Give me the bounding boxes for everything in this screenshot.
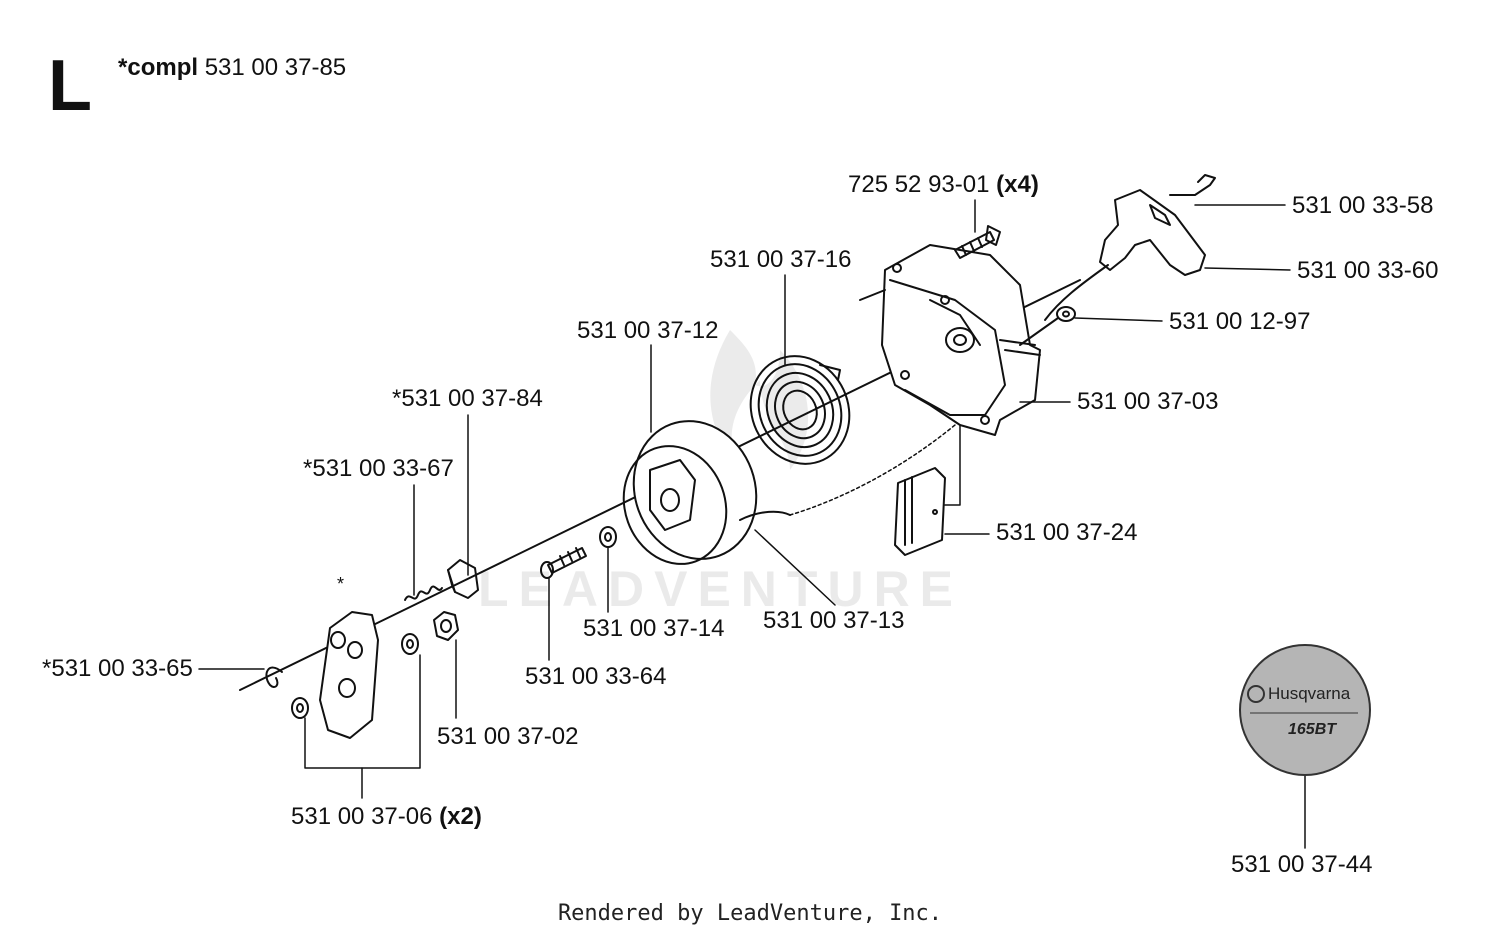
recoil-spring-shape [749, 355, 851, 465]
footer-credit: Rendered by LeadVenture, Inc. [557, 901, 943, 926]
part-number: *531 00 33-65 [42, 655, 193, 682]
pulley-washer-shape [599, 526, 617, 548]
part-label[interactable]: 531 00 37-13 [763, 607, 904, 635]
part-number: 725 52 93-01 [848, 171, 990, 198]
part-label[interactable]: 531 00 37-06 (x2) [291, 803, 482, 831]
pulley-screw-shape [540, 547, 587, 579]
part-number: 531 00 37-16 [710, 246, 852, 273]
model-decal-shape [1239, 644, 1371, 776]
compl-prefix: *compl [118, 54, 199, 81]
pawl-pin-shape [447, 559, 479, 599]
part-number: 531 00 37-03 [1077, 388, 1219, 415]
part-label[interactable]: 725 52 93-01 (x4) [848, 171, 1039, 199]
part-label[interactable]: 531 00 33-58 [1292, 192, 1433, 220]
part-label[interactable]: *531 00 37-84 [392, 385, 543, 413]
retaining-clip-shape [265, 666, 283, 688]
complete-assembly-label: *compl 531 00 37-85 [118, 54, 346, 82]
hex-nut-shape [433, 611, 459, 641]
starter-rope-line [1019, 317, 1059, 346]
part-number: 531 00 37-14 [583, 615, 725, 642]
part-quantity: (x2) [439, 803, 482, 830]
part-label[interactable]: 531 00 37-24 [996, 519, 1137, 547]
pawl-carrier-shape [319, 611, 379, 739]
part-label[interactable]: 531 00 37-14 [583, 615, 724, 643]
part-number: 531 00 37-12 [577, 317, 719, 344]
part-label[interactable]: 531 00 12-97 [1169, 308, 1310, 336]
pawl-spring-shape [404, 585, 443, 601]
rope-bushing-shape [1056, 306, 1076, 322]
part-number: 531 00 37-24 [996, 519, 1138, 546]
rope-guide-plate-shape [894, 467, 946, 556]
carrier-washer-shapes [291, 633, 419, 719]
part-quantity: (x4) [996, 171, 1039, 198]
part-label[interactable]: 531 00 37-16 [710, 246, 851, 274]
part-number: 531 00 33-60 [1297, 257, 1439, 284]
part-number: 531 00 37-44 [1231, 851, 1373, 878]
asterisk-mark: * [337, 574, 345, 594]
part-label[interactable]: *531 00 33-65 [42, 655, 193, 683]
part-label[interactable]: 531 00 33-64 [525, 663, 666, 691]
watermark-text: LEADVENTURE [478, 561, 964, 617]
part-label[interactable]: *531 00 33-67 [303, 455, 454, 483]
housing-screw-shape [954, 225, 1001, 259]
part-number: 531 00 37-13 [763, 607, 905, 634]
compl-part-number: 531 00 37-85 [204, 54, 347, 81]
starter-housing-shape [859, 244, 1041, 436]
rope-dotted-line [789, 424, 956, 516]
section-letter: L [48, 46, 92, 126]
part-label[interactable]: 531 00 37-44 [1231, 851, 1372, 879]
part-number: *531 00 37-84 [392, 385, 543, 412]
part-label[interactable]: 531 00 33-60 [1297, 257, 1438, 285]
rope-pulley-shape [622, 420, 791, 565]
part-number: *531 00 33-67 [303, 455, 454, 482]
part-number: 531 00 33-58 [1292, 192, 1434, 219]
part-number: 531 00 33-64 [525, 663, 667, 690]
part-label[interactable]: 531 00 37-02 [437, 723, 578, 751]
part-number: 531 00 37-06 [291, 803, 433, 830]
part-label[interactable]: 531 00 37-03 [1077, 388, 1218, 416]
part-number: 531 00 12-97 [1169, 308, 1311, 335]
starter-handle-shape [1044, 174, 1216, 321]
part-number: 531 00 37-02 [437, 723, 579, 750]
decal-model-text: 165BT [1288, 721, 1337, 738]
part-label[interactable]: 531 00 37-12 [577, 317, 718, 345]
leader-lines [198, 199, 1306, 849]
decal-brand-text: Husqvarna [1268, 684, 1351, 703]
